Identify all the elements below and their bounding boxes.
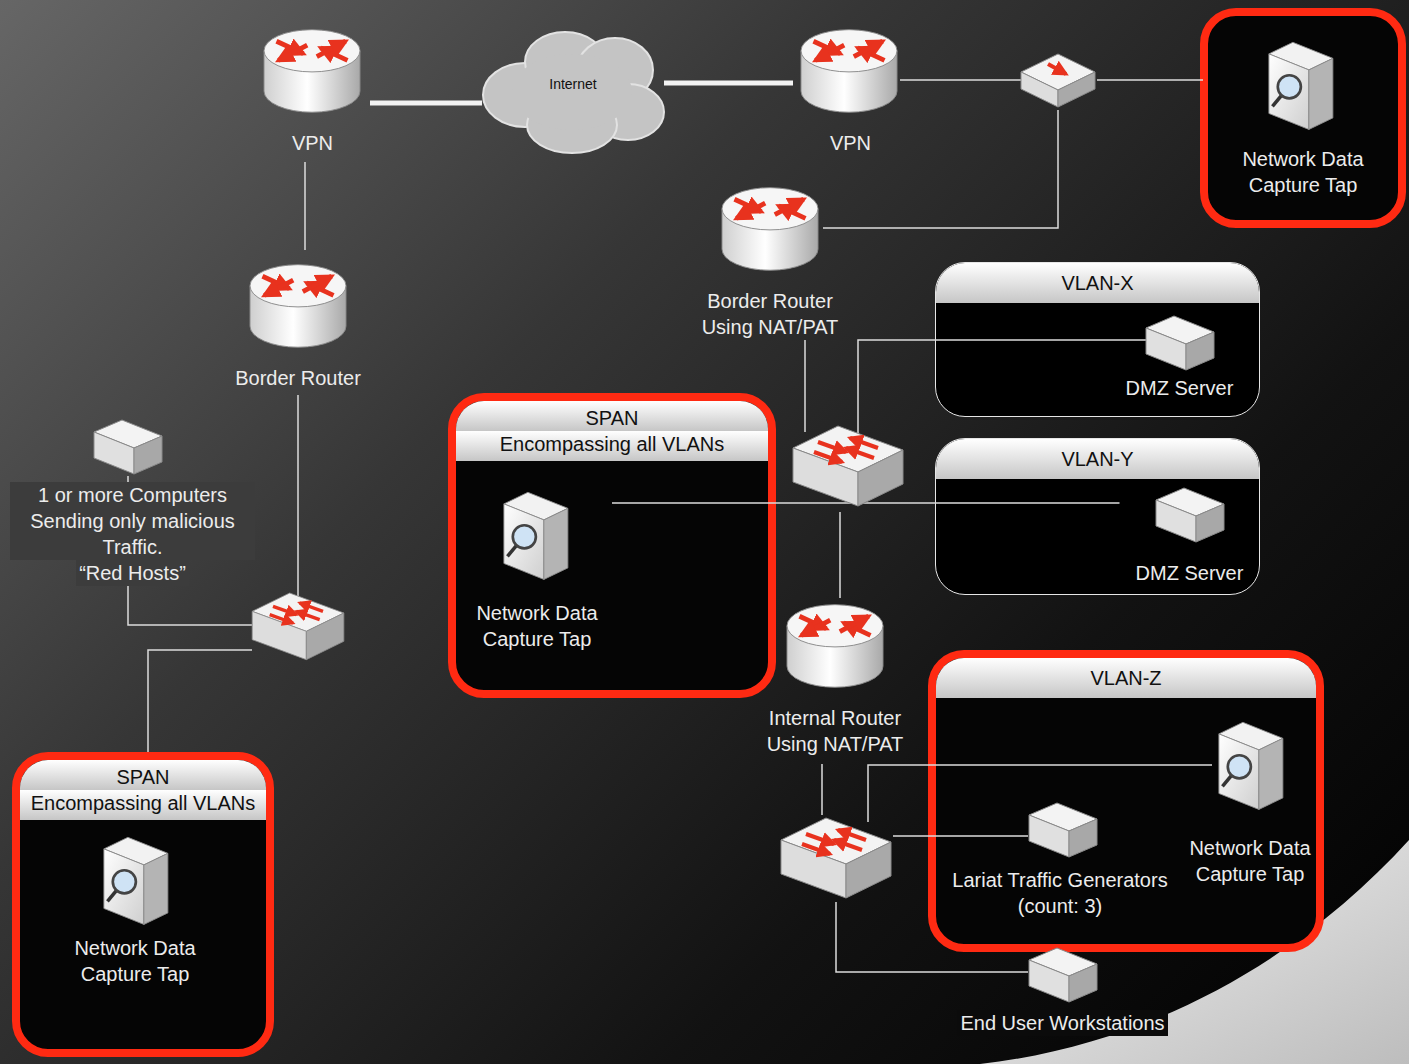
node-label: VPN [292,130,333,156]
capture-tap: Network Data Capture Tap [462,470,612,660]
group-heading: VLAN-Y [936,439,1259,479]
server-node: DMZ Server [1110,300,1250,407]
router-node: VPN [793,20,908,162]
wire [128,80,1212,972]
node-label: Network Data Capture Tap [462,600,612,652]
node-label: “Red Hosts” [76,560,189,586]
generator-node: Lariat Traffic Generators(count: 3) [935,795,1185,925]
group-heading: SPAN [20,760,266,790]
node-label: Internet [549,75,596,93]
node-label: 1 or more Computers Sending only malicio… [10,482,255,560]
node-label: Lariat Traffic Generators [952,867,1167,893]
capture-tap: Network Data Capture Tap [60,835,210,993]
internet-cloud [483,32,664,153]
node-label: Network Data Capture Tap [1223,146,1383,198]
span-group: SPANEncompassing all VLANsNetwork Data C… [12,752,274,1057]
node-label: End User Workstations [957,1010,1167,1036]
router-node: Border Router Using NAT/PAT [685,175,855,346]
group-heading: SPAN [456,401,768,431]
device-icons [94,30,1333,1002]
node-label: DMZ Server [1136,560,1244,586]
router-node: Border Router [223,250,373,397]
node-label: DMZ Server [1126,375,1234,401]
network-link [612,502,1120,504]
vlan-group: VLAN-Y DMZ Server [935,438,1260,595]
node-label: Border Router Using NAT/PAT [688,288,853,340]
host-node: 1 or more Computers Sending only malicio… [10,410,255,600]
node-label: Border Router [235,365,361,391]
router-node: VPN [255,20,370,162]
router-node: Internal Router Using NAT/PAT [750,590,920,763]
group-heading: Encompassing all VLANs [20,790,266,820]
capture-tap: Network Data Capture Tap [1200,8,1406,228]
span-group: SPANEncompassing all VLANsNetwork Data C… [448,393,776,698]
node-label: Internal Router Using NAT/PAT [750,705,920,757]
network-link [664,81,793,86]
cloud-node: Internet [482,22,664,157]
vlan-group: VLAN-ZNetwork Data Capture TapLariat Tra… [928,650,1324,952]
group-heading: VLAN-Z [936,658,1316,698]
node-label: Network Data Capture Tap [60,935,210,987]
vlan-group: VLAN-X DMZ Server [935,262,1260,417]
node-label: Network Data Capture Tap [1185,835,1315,887]
node-label: VPN [830,130,871,156]
network-link [304,162,306,250]
workstation-node: End User Workstations [940,940,1185,1045]
group-heading: VLAN-X [936,263,1259,303]
network-link [370,101,482,106]
server-node: DMZ Server [1120,480,1260,592]
capture-tap: Network Data Capture Tap [1185,705,1315,893]
node-label: (count: 3) [1018,893,1102,919]
group-heading: Encompassing all VLANs [456,431,768,461]
